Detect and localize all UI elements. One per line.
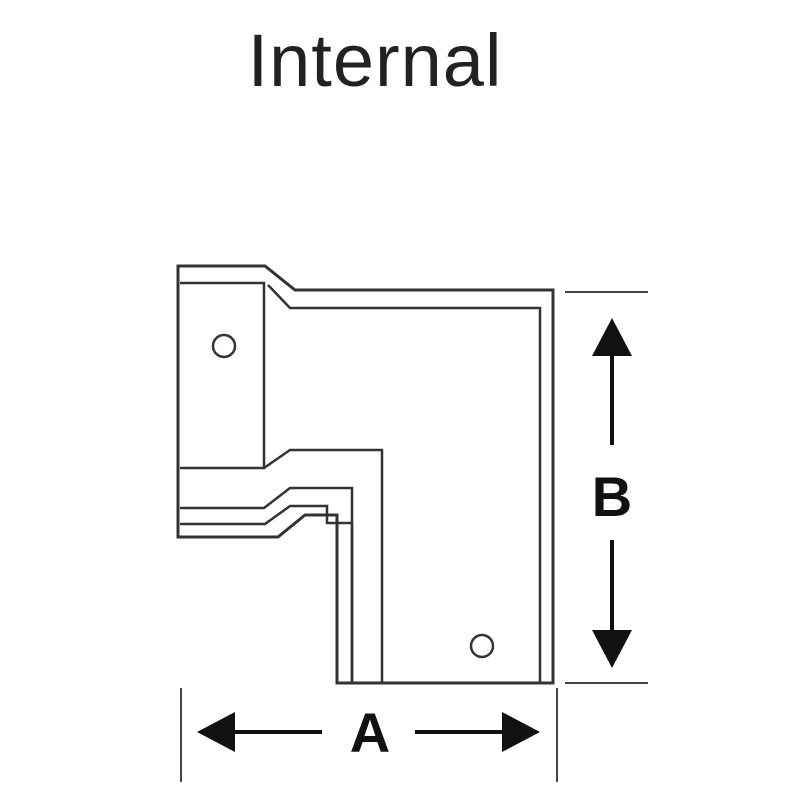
collar-step-upper [263,448,384,683]
dimension-b-down-arrow-icon [592,630,632,668]
fitting-inner-rim-lower [180,504,354,683]
page-title: Internal [247,19,503,102]
collar-step-middle [180,486,354,683]
dimension-a-label: A [350,701,390,764]
dimension-b-label: B [592,465,632,528]
lower-screw-hole-icon [469,633,495,659]
dimension-a-right-arrow-icon [502,712,540,752]
dimension-b-up-arrow-icon [592,318,632,356]
left-collar-edge [180,281,266,470]
upper-screw-hole-icon [211,333,237,359]
fitting-inner-rim [267,284,542,683]
fitting-outer-outline [176,264,555,685]
dimension-a-left-arrow-icon [197,712,235,752]
